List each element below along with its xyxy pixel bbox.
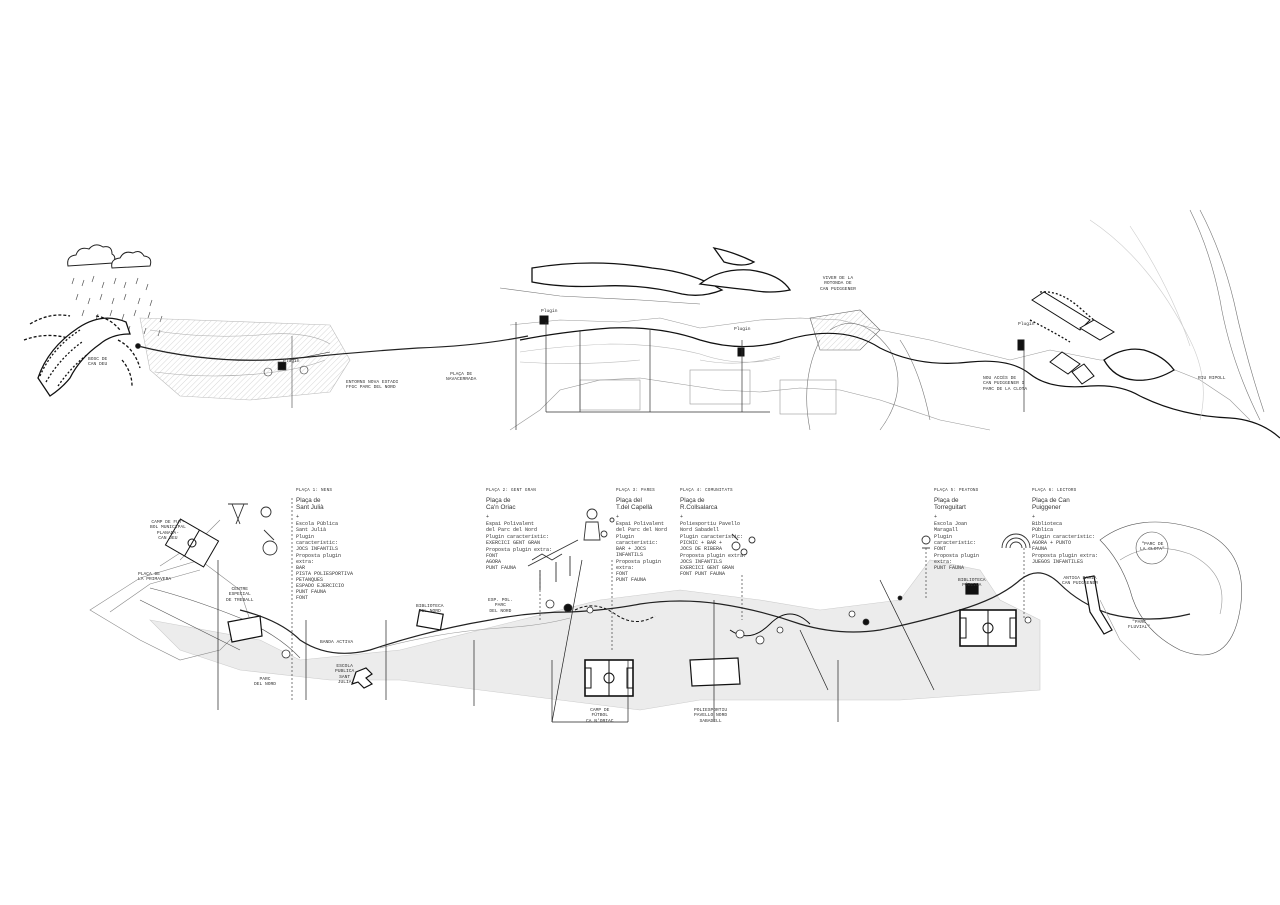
label-riu-ripoll: RIU RIPOLL bbox=[1198, 376, 1226, 381]
plugin-base-title: Plugin característic: bbox=[296, 534, 339, 547]
plugin-extra-title: Proposta plugin extra: bbox=[616, 559, 662, 572]
plugin-base-title: Plugin característic: bbox=[486, 534, 550, 541]
plus-sign: + bbox=[680, 514, 684, 521]
plugin-extra-title: Proposta plugin extra: bbox=[934, 553, 980, 566]
agora-icon bbox=[1001, 533, 1031, 549]
placa-kicker: PLAÇA 6: LECTORS bbox=[1032, 488, 1077, 493]
label-banda-activa: BANDA ACTIVA bbox=[320, 640, 354, 645]
parents-kids-icon bbox=[583, 508, 615, 541]
plugin-base: EXERCICI GENT GRAN bbox=[486, 540, 541, 547]
building-blocks-lower bbox=[227, 575, 1113, 689]
plugin-base: JOCS INFANTILS bbox=[296, 546, 339, 553]
placa-kicker: PLAÇA 2: GENT GRAN bbox=[486, 488, 537, 493]
tree-canopy-left bbox=[23, 314, 141, 397]
label-plugin: Plugin bbox=[283, 359, 300, 364]
cloud-icon bbox=[67, 244, 152, 269]
placa-kicker: PLAÇA 5: PEATONS bbox=[934, 488, 979, 493]
plugin-extra: JUEGOS INFANTILES bbox=[1032, 559, 1084, 566]
plus-sign: + bbox=[296, 514, 300, 521]
lower-plan bbox=[89, 498, 1242, 723]
plugin-extra-title: Proposta plugin extra: bbox=[486, 547, 553, 554]
plugin-extra-title: Proposta plugin extra: bbox=[296, 553, 342, 566]
plus-sign: + bbox=[1032, 514, 1036, 521]
fountain-icon bbox=[921, 535, 931, 549]
plugin-extra-title: Proposta plugin extra: bbox=[1032, 553, 1099, 560]
community-icon bbox=[731, 533, 756, 556]
plus-sign: + bbox=[616, 514, 620, 521]
building-blocks-upper bbox=[539, 291, 1115, 385]
label-plugin: Plugin bbox=[734, 327, 751, 332]
plugin-base-title: Plugin característic: bbox=[616, 534, 659, 547]
placa-kicker: PLAÇA 1: NENS bbox=[296, 488, 333, 493]
placa-kicker: PLAÇA 4: COMUNITATS bbox=[680, 488, 733, 493]
playground-icon bbox=[228, 503, 278, 556]
plugin-extra-title: Proposta plugin extra: bbox=[680, 553, 747, 560]
tree-canopy-upper bbox=[531, 247, 1175, 381]
plugin-pictograms bbox=[228, 503, 1031, 590]
plugin-extra: PUNT FAUNA bbox=[934, 565, 965, 572]
label-plugin: Plugin bbox=[1018, 322, 1035, 327]
plus-sign: + bbox=[934, 514, 938, 521]
label-plugin: Plugin bbox=[541, 309, 558, 314]
plugin-base-title: Plugin característic: bbox=[1032, 534, 1096, 541]
placa-kicker: PLAÇA 3: PARES bbox=[616, 488, 655, 493]
elderly-exercise-icon bbox=[527, 539, 579, 590]
football-pitch bbox=[164, 518, 1017, 697]
upper-plan bbox=[23, 209, 1280, 439]
plugin-base-title: Plugin característic: bbox=[934, 534, 977, 547]
plus-sign: + bbox=[486, 514, 490, 521]
plugin-base: PICNIC + BAR +JOCS DE RIBERA bbox=[680, 540, 723, 553]
plugin-base: FONT bbox=[934, 546, 947, 553]
plugin-base-title: Plugin característic: bbox=[680, 534, 744, 541]
